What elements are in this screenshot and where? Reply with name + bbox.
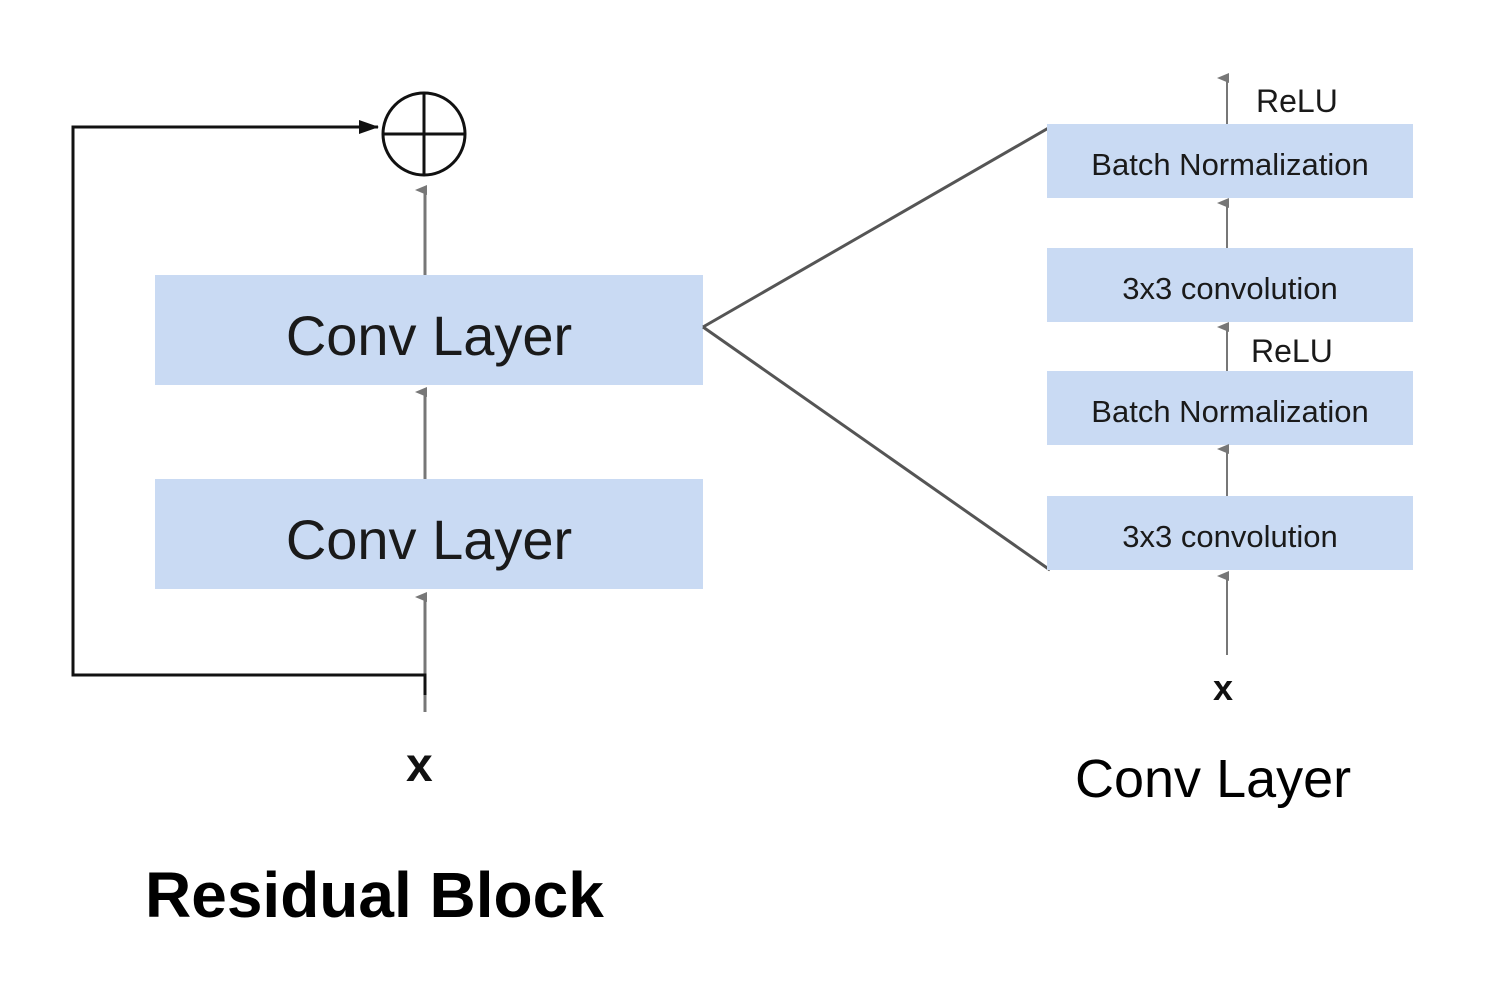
conv-layer-box-lower: [155, 479, 703, 589]
relu-label-top: ReLU: [1256, 83, 1338, 119]
skip-connection: [71, 120, 427, 695]
step-box-4: [1047, 124, 1413, 198]
conv-layer-label-upper: Conv Layer: [285, 303, 573, 367]
residual-input-label: x: [406, 739, 433, 792]
zoom-line-bottom: [702, 325, 1051, 572]
zoom-line-top: [702, 124, 1053, 329]
step-box-2: [1047, 371, 1413, 445]
step-label-2: Batch Normalization: [1091, 394, 1369, 429]
conv-layer-box-upper: [155, 275, 703, 385]
residual-block-title: Residual Block: [145, 859, 604, 931]
step-label-3: 3x3 convolution: [1122, 271, 1338, 306]
step-box-3: [1047, 248, 1413, 322]
step-label-4: Batch Normalization: [1091, 147, 1369, 182]
conv-layer-label-lower: Conv Layer: [285, 507, 573, 571]
relu-label-mid: ReLU: [1251, 333, 1333, 369]
circled-plus-icon: [381, 91, 467, 177]
step-box-1: [1047, 496, 1413, 570]
step-label-1: 3x3 convolution: [1122, 519, 1338, 554]
conv-layer-detail-title: Conv Layer: [1075, 749, 1352, 809]
detail-input-label: x: [1213, 667, 1234, 708]
